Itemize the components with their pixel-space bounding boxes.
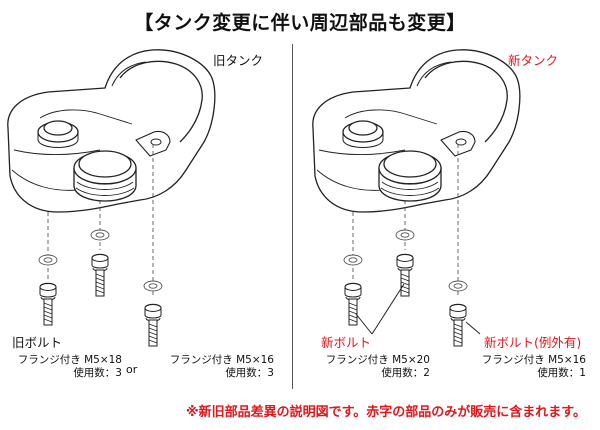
new-spec-b-count: 使用数：1 [537,367,586,379]
new-bolt-leader-lines [355,283,481,335]
old-tank-drawing [7,49,216,213]
old-spec-a-count: 使用数：3 [73,367,122,379]
new-spec-a-size: フランジ付き M5×20 [325,354,430,366]
new-tank-drawing [312,49,521,213]
new-tank-label: 新タンク [508,53,559,68]
page-title: 【タンク変更に伴い周辺部品も変更】 [134,12,466,34]
old-spec-b: フランジ付き M5×16 使用数：3 [140,354,274,380]
old-spec-b-count: 使用数：3 [225,367,274,379]
new-bolt-exception-label: 新ボルト(例外有) [484,335,582,350]
new-spec-a-count: 使用数：2 [381,367,430,379]
new-spec-b-size: フランジ付き M5×16 [481,354,586,366]
footnote: ※新旧部品差異の説明図です。赤字の部品のみが販売に含まれます。 [185,405,586,420]
old-tank-label: 旧タンク [213,53,264,68]
old-spec-a-size: フランジ付き M5×18 [17,354,122,366]
old-spec-b-size: フランジ付き M5×16 [169,354,274,366]
old-bolt-label: 旧ボルト [12,335,63,350]
or-label: or [126,363,138,376]
old-assembly-lines [47,144,154,298]
divider-line [292,44,293,389]
new-bolt-label: 新ボルト [321,335,372,350]
old-spec-a: フランジ付き M5×18 使用数：3 [0,354,122,380]
new-spec-a: フランジ付き M5×20 使用数：2 [318,354,430,380]
new-assembly-lines [352,144,459,298]
new-spec-b: フランジ付き M5×16 使用数：1 [452,354,586,380]
